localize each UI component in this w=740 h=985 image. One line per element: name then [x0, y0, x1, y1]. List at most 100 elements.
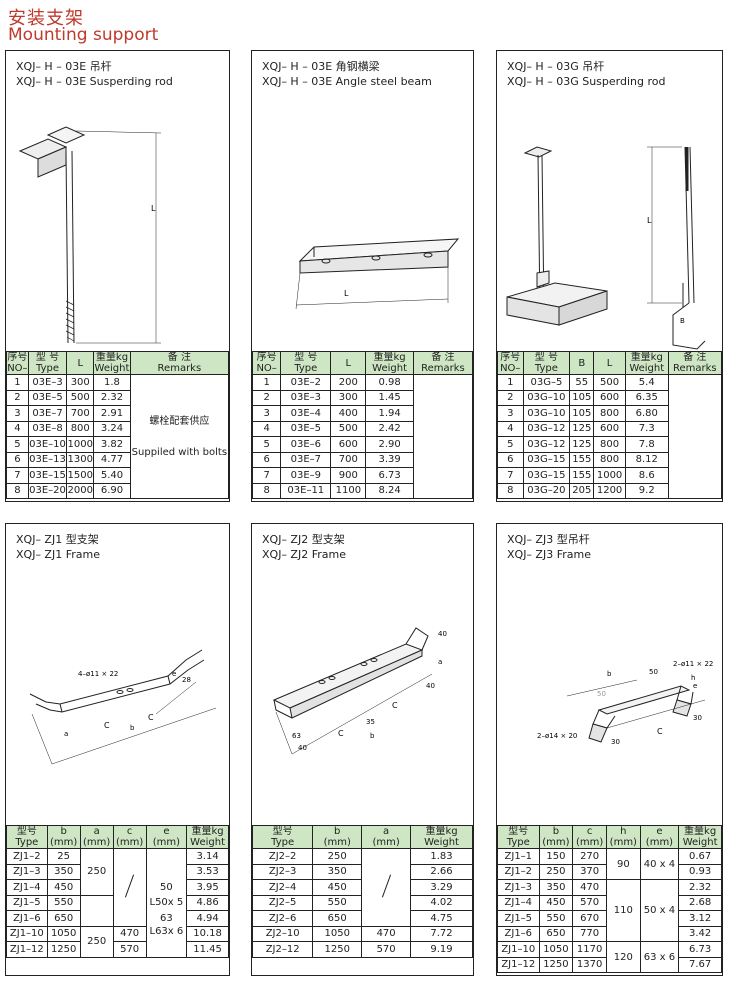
column-header: b(mm) — [46, 825, 81, 849]
e-cell: 50 x 4 — [639, 879, 680, 942]
c-cell: 670 — [572, 910, 607, 927]
column-header: B — [569, 351, 595, 375]
table-cell: 7.3 — [624, 420, 669, 437]
dim-L: L — [647, 216, 652, 225]
dim-30b: 30 — [693, 714, 702, 722]
panel-zj3-frame: XQJ– ZJ3 型吊杆 XQJ– ZJ3 Frame 2–ø11 × 22 2… — [496, 523, 723, 976]
dim-50a: 50 — [649, 668, 658, 676]
slash-mark — [125, 874, 135, 898]
c-cell: 470 — [112, 925, 147, 942]
type-cell: ZJ1–2 — [6, 848, 48, 865]
e-cell: 63 — [145, 910, 188, 926]
column-header: e(mm) — [145, 825, 188, 849]
table-cell: 3 — [6, 405, 29, 422]
type-cell: ZJ1–3 — [6, 863, 48, 880]
dim-40a: 40 — [438, 630, 447, 638]
a-cell: 250 — [79, 848, 114, 896]
table-cell: 03E–10 — [27, 436, 68, 453]
table-cell: 03G–15 — [522, 451, 571, 468]
table-cell: 900 — [330, 467, 367, 484]
table-cell: 125 — [569, 436, 595, 453]
table-cell: 500 — [66, 389, 95, 406]
table-cell: 8.24 — [365, 482, 414, 499]
weight-cell: 2.66 — [410, 863, 473, 880]
table-cell: 800 — [66, 420, 95, 437]
table-cell: 2 — [497, 389, 524, 406]
table-cell: 1 — [497, 374, 524, 391]
table-cell: 03G–5 — [522, 374, 571, 391]
weight-cell: 3.95 — [186, 879, 229, 896]
table-cell: 5.4 — [624, 374, 669, 391]
panel-suspending-rod-03e: XQJ– H – 03E 吊杆 XQJ– H – 03E Susperding … — [5, 50, 230, 502]
table-cell: 03E–3 — [27, 374, 68, 391]
remark-cn: 螺栓配套供应 — [129, 405, 230, 437]
dim-c2: C — [392, 701, 398, 710]
c-cell: 270 — [572, 848, 607, 865]
weight-cell: 2.32 — [678, 879, 722, 896]
e-cell: 63 x 6 — [639, 941, 680, 973]
table-cell: 800 — [593, 405, 626, 422]
b-cell: 650 — [312, 910, 363, 927]
b-cell: 350 — [312, 863, 363, 880]
table-cell: 03E–8 — [27, 420, 68, 437]
table-cell: 6.80 — [624, 405, 669, 422]
zj1-frame-drawing: 4–ø11 × 22 a C b C e 28 — [29, 649, 217, 765]
table-cell: 03E–5 — [27, 389, 68, 406]
table-cell: 1 — [251, 374, 282, 391]
panel-title: XQJ– ZJ2 型支架 XQJ– ZJ2 Frame — [262, 533, 346, 561]
weight-cell: 3.14 — [186, 848, 229, 865]
table-cell: 5.40 — [93, 467, 131, 484]
dim-a: a — [64, 730, 68, 738]
panel-title: XQJ– ZJ3 型吊杆 XQJ– ZJ3 Frame — [507, 533, 591, 561]
type-cell: ZJ1–5 — [497, 910, 540, 927]
table-cell: 1100 — [330, 482, 367, 499]
weight-cell: 11.45 — [186, 941, 229, 958]
table-cell: 03G–12 — [522, 420, 571, 437]
table-cell: 2000 — [66, 482, 95, 499]
column-header: b(mm) — [538, 825, 574, 849]
column-header: e(mm) — [639, 825, 680, 849]
table-cell: 03E–6 — [280, 436, 332, 453]
page-title-en: Mounting support — [8, 25, 159, 45]
remark-en: Suppiled with bolts — [129, 436, 230, 468]
weight-cell: 4.86 — [186, 894, 229, 911]
e-cell: L63x 6 — [145, 926, 188, 958]
table-cell: 200 — [330, 374, 367, 391]
dim-a: a — [438, 658, 442, 666]
table-cell: 2.42 — [365, 420, 414, 437]
type-cell: ZJ1–6 — [6, 910, 48, 927]
panel-angle-steel-beam: XQJ– H – 03E 角钢横梁 XQJ– H – 03E Angle ste… — [251, 50, 474, 502]
h-cell: 110 — [605, 879, 641, 942]
column-header: h(mm) — [605, 825, 641, 849]
type-cell: ZJ2–6 — [251, 910, 314, 927]
c-cell: 1170 — [572, 941, 607, 958]
weight-cell: 4.02 — [410, 894, 473, 911]
